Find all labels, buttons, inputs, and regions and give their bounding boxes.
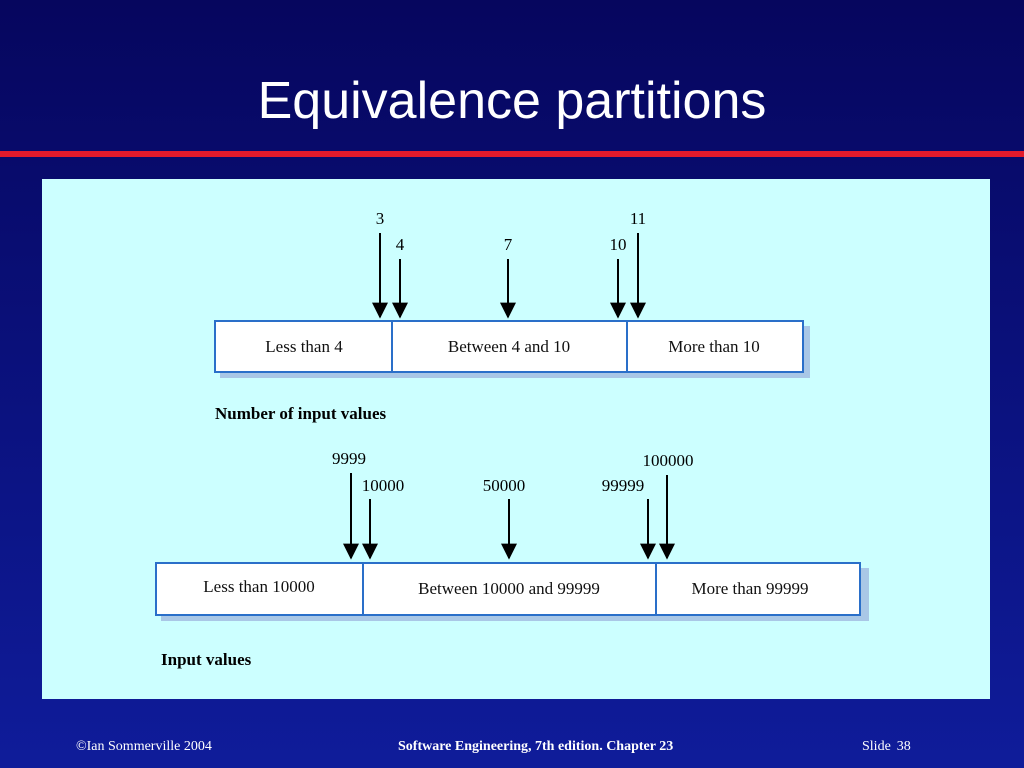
bottom-arrow-label-2: 10000	[362, 476, 405, 495]
bottom-partition-less: Less than 10000	[203, 577, 314, 596]
bottom-partition-between: Between 10000 and 99999	[418, 579, 600, 598]
top-caption: Number of input values	[215, 404, 387, 423]
top-diagram: 3 4 7 10 11 Less than 4 Between 4 and 10…	[214, 209, 810, 423]
top-partition-more: More than 10	[668, 337, 760, 356]
top-arrow-label-1: 3	[376, 209, 385, 228]
slide-number: 38	[896, 739, 911, 754]
top-arrow-label-4: 10	[610, 235, 627, 254]
equivalence-partition-diagram: 3 4 7 10 11 Less than 4 Between 4 and 10…	[155, 209, 869, 669]
top-partition-between: Between 4 and 10	[448, 337, 570, 356]
top-arrow-label-5: 11	[630, 209, 646, 228]
footer-book-title: Software Engineering, 7th edition. Chapt…	[398, 739, 674, 754]
top-partition-box	[214, 320, 804, 373]
top-arrow-label-3: 7	[504, 235, 513, 254]
bottom-arrow-label-4: 99999	[602, 476, 645, 495]
bottom-arrow-label-5: 100000	[643, 451, 694, 470]
slide-label: Slide	[862, 739, 891, 754]
footer-copyright: ©Ian Sommerville 2004	[76, 739, 212, 754]
bottom-partition-more: More than 99999	[691, 579, 808, 598]
bottom-partition-box	[155, 562, 861, 616]
diagram-panel: 3 4 7 10 11 Less than 4 Between 4 and 10…	[42, 179, 990, 699]
bottom-diagram: 9999 10000 50000 99999 100000 Less than …	[155, 449, 869, 669]
title-divider	[0, 151, 1024, 157]
bottom-arrow-label-1: 9999	[332, 449, 366, 468]
top-arrow-label-2: 4	[396, 235, 405, 254]
bottom-arrow-label-3: 50000	[483, 476, 526, 495]
bottom-caption: Input values	[161, 650, 252, 669]
top-partition-less: Less than 4	[265, 337, 343, 356]
slide-title: Equivalence partitions	[257, 72, 767, 130]
footer-slide-number: Slide 38	[862, 739, 911, 755]
